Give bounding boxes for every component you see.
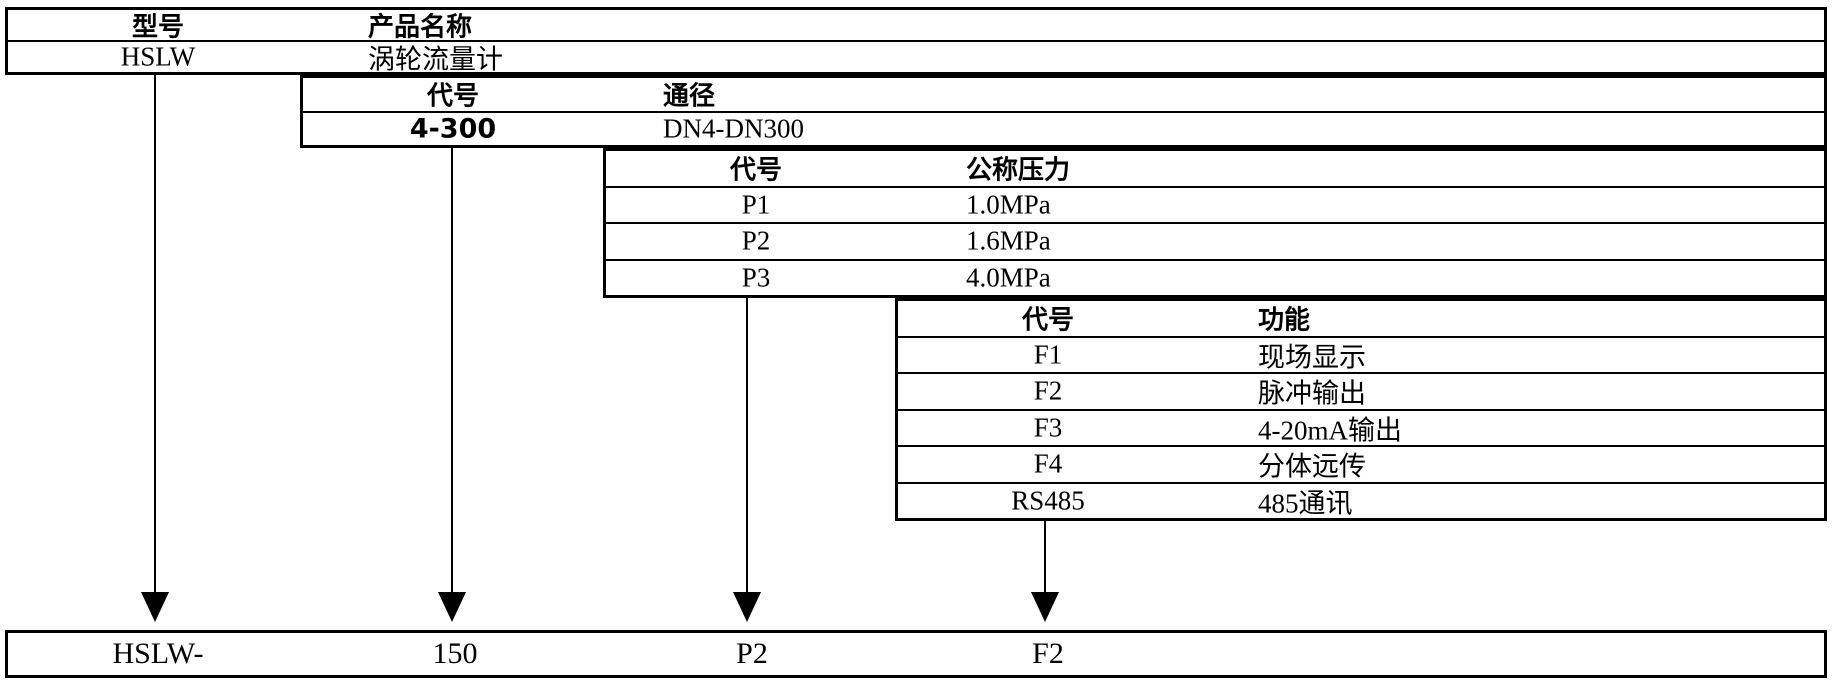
table-header-row: 型号 产品名称 (8, 10, 1824, 43)
function-name-cell: 485通讯 (1258, 488, 1353, 519)
pressure-code-cell: P1 (741, 189, 771, 220)
table-row: P1 1.0MPa (606, 188, 1824, 224)
result-diameter-value: 150 (432, 637, 478, 670)
function-code-cell: F4 (1033, 448, 1063, 479)
result-pressure-value: P2 (736, 637, 768, 670)
result-function-value: F2 (1032, 637, 1064, 670)
table-row: F4 分体远传 (898, 447, 1824, 484)
table-row: F3 4-20mA输出 (898, 411, 1824, 447)
table-header-row: 代号 通径 (303, 78, 1824, 113)
function-table: 代号 功能 F1 现场显示 F2 脉冲输出 F3 4-20mA输出 F4 分体远… (895, 298, 1827, 521)
table-header-row: 代号 公称压力 (606, 151, 1824, 188)
product-name-cell: 涡轮流量计 (368, 44, 503, 75)
table-row: P2 1.6MPa (606, 224, 1824, 261)
down-arrow-icon (438, 592, 466, 622)
diameter-table: 代号 通径 4-300 DN4-DN300 (300, 75, 1827, 148)
pressure-value-cell: 1.6MPa (966, 225, 1051, 256)
down-arrow-icon (1031, 592, 1059, 622)
model-header-cell: 型号 (131, 12, 184, 43)
result-model-value: HSLW- (112, 637, 204, 670)
table-row: RS485 485通讯 (898, 484, 1824, 519)
down-arrow-icon (141, 592, 169, 622)
down-arrow-icon (733, 592, 761, 622)
function-code-cell: F2 (1033, 375, 1063, 406)
pressure-header-cell: 公称压力 (966, 155, 1071, 186)
function-name-cell: 脉冲输出 (1258, 378, 1366, 409)
pressure-value-cell: 1.0MPa (966, 189, 1051, 220)
table-row: HSLW 涡轮流量计 (8, 41, 1824, 75)
function-name-cell: 分体远传 (1258, 451, 1366, 482)
model-code-cell: HSLW (120, 41, 196, 72)
pressure-code-cell: P2 (741, 225, 771, 256)
model-table: 型号 产品名称 HSLW 涡轮流量计 (5, 7, 1827, 75)
result-code-band: HSLW- 150 P2 F2 (5, 630, 1827, 678)
table-row: F2 脉冲输出 (898, 374, 1824, 411)
pressure-arrow-stem (746, 298, 748, 592)
code-header-cell: 代号 (1021, 305, 1074, 336)
table-row: F1 现场显示 (898, 338, 1824, 374)
code-header-cell: 代号 (426, 81, 479, 112)
table-row: 4-300 DN4-DN300 (303, 113, 1824, 146)
function-code-cell: F3 (1033, 412, 1063, 443)
table-row: P3 4.0MPa (606, 261, 1824, 296)
diameter-arrow-stem (451, 148, 453, 592)
diameter-header-cell: 通径 (663, 81, 716, 112)
diameter-code-cell: 4-300 (409, 113, 497, 145)
pressure-table: 代号 公称压力 P1 1.0MPa P2 1.6MPa P3 4.0MPa (603, 148, 1827, 298)
function-code-cell: F1 (1033, 339, 1063, 370)
table-header-row: 代号 功能 (898, 301, 1824, 338)
code-header-cell: 代号 (729, 155, 782, 186)
product-name-header-cell: 产品名称 (368, 12, 473, 43)
function-name-cell: 4-20mA输出 (1258, 415, 1402, 446)
function-arrow-stem (1044, 521, 1046, 592)
model-arrow-stem (154, 75, 156, 592)
diameter-range-cell: DN4-DN300 (663, 113, 804, 144)
pressure-code-cell: P3 (741, 262, 771, 293)
pressure-value-cell: 4.0MPa (966, 262, 1051, 293)
function-name-cell: 现场显示 (1258, 342, 1366, 373)
function-header-cell: 功能 (1258, 305, 1311, 336)
function-code-cell: RS485 (1011, 485, 1085, 516)
